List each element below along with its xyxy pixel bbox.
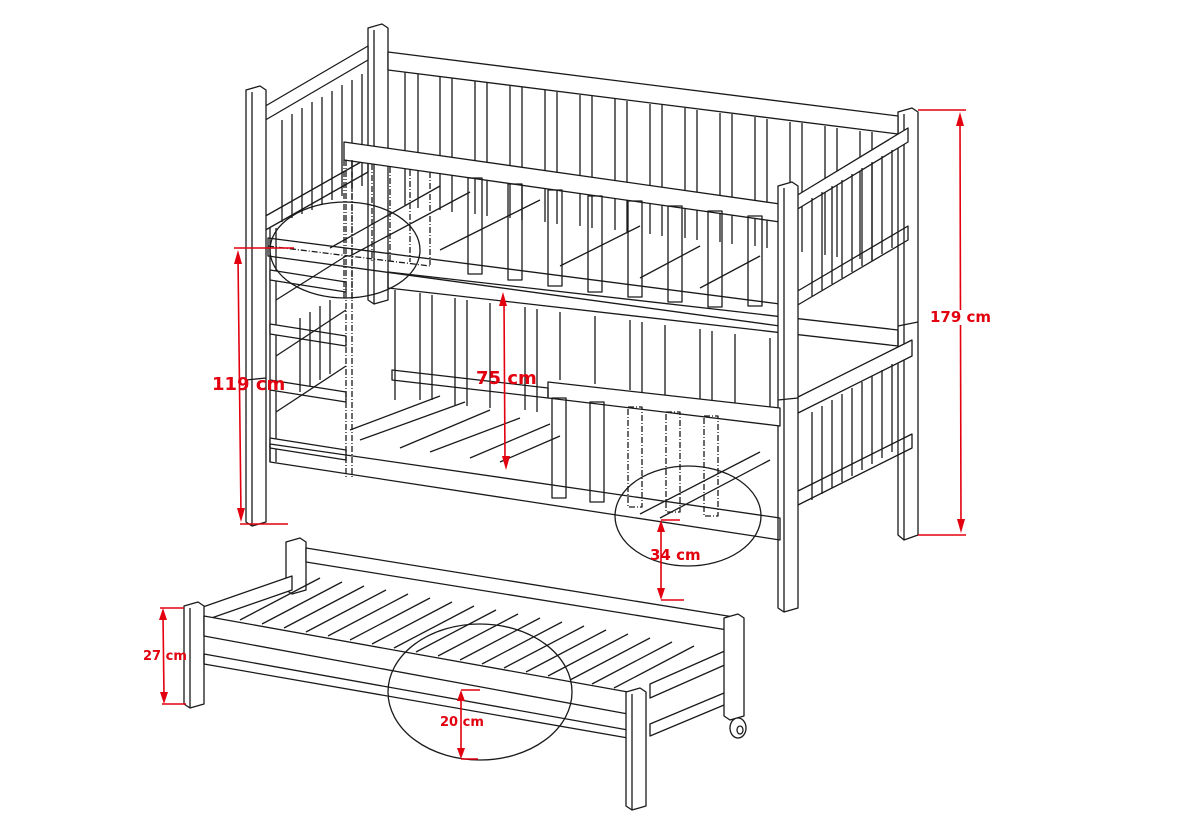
dimension-lines xyxy=(159,110,966,759)
trundle-slats xyxy=(240,578,694,688)
upper-guard-rail xyxy=(330,142,780,307)
upper-slats-callout xyxy=(270,202,420,298)
upper-bed-height-label: 119 cm xyxy=(212,374,286,395)
lower-bed-height-label: 34 cm xyxy=(650,546,701,564)
bunk-bed-frame xyxy=(246,24,918,612)
ladder xyxy=(270,228,346,462)
trundle-height-label: 27 cm xyxy=(143,649,187,664)
trundle-drawer xyxy=(184,538,746,810)
caster-wheel xyxy=(730,718,746,738)
total-height-label: 179 cm xyxy=(930,308,992,326)
right-upper-headboard-slats xyxy=(812,150,892,296)
back-upper-slats xyxy=(405,72,872,261)
clearance-height-label: 75 cm xyxy=(476,368,537,389)
trundle-slats-callout xyxy=(388,624,572,760)
lower-bed xyxy=(270,160,780,540)
lower-slats-callout xyxy=(615,466,761,566)
trundle-slat-height-label: 20 cm xyxy=(440,715,484,730)
